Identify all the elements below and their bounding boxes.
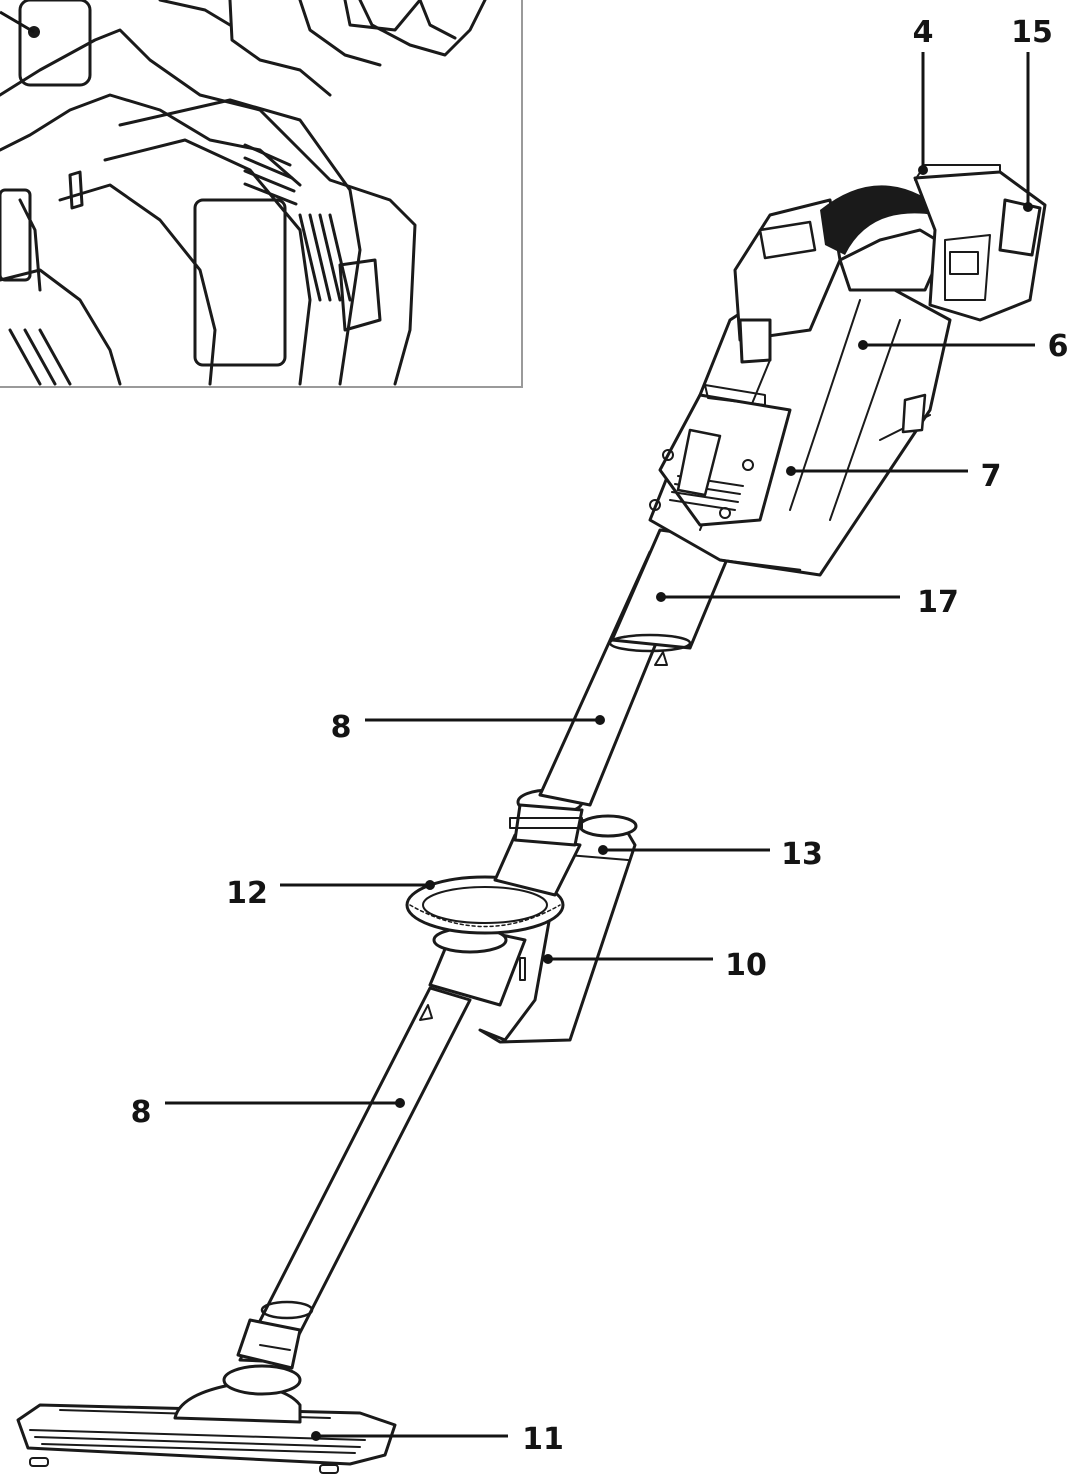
callout-10: 10: [725, 948, 767, 983]
callout-11: 11: [522, 1422, 564, 1457]
lower-wand-tube: [236, 986, 472, 1370]
vacuum-illustration: [16, 164, 1047, 1474]
callout-6: 6: [1048, 329, 1069, 364]
callout-15: 15: [1011, 15, 1053, 50]
callout-labels: 4 15 6 7 17 8 13 12 10 8 11: [131, 15, 1069, 1457]
floor-nozzle: [16, 1364, 397, 1474]
inset-detail-view: [0, 0, 523, 388]
callout-12: 12: [226, 876, 268, 911]
main-body: [648, 164, 1047, 577]
callout-4: 4: [913, 15, 934, 50]
callout-leaders: [165, 52, 1035, 1441]
callout-8-upper: 8: [331, 710, 352, 745]
callout-13: 13: [781, 837, 823, 872]
callout-17: 17: [917, 585, 959, 620]
callout-7: 7: [981, 459, 1002, 494]
callout-8-lower: 8: [131, 1095, 152, 1130]
